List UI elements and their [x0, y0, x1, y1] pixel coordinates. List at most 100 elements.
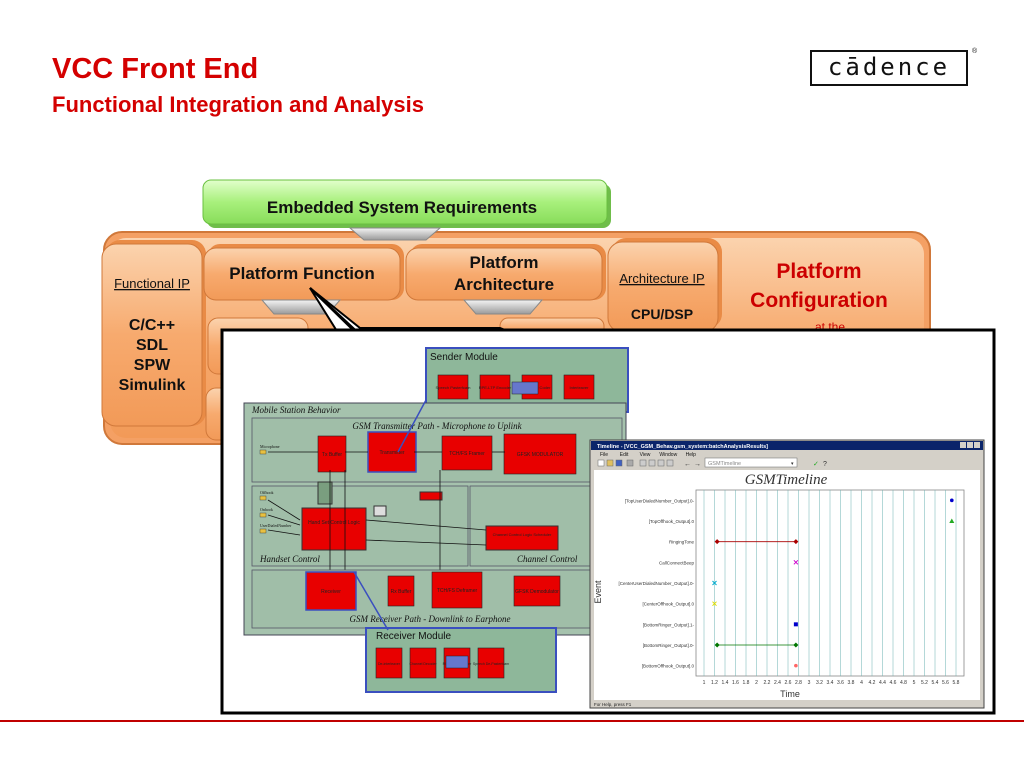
channel-logic-label: Channel Control Logic Scheduler	[493, 532, 552, 537]
rx-block-label: Receiver	[321, 589, 341, 595]
zoom-in-icon[interactable]	[639, 459, 647, 467]
x-tick-label: 4.8	[900, 680, 907, 686]
schematic-block	[563, 374, 595, 400]
tx-block-label: Tx Buffer	[322, 452, 343, 458]
x-tick-label: 3.8	[848, 680, 855, 686]
y-axis-label: Event	[593, 580, 603, 604]
close-button[interactable]	[974, 442, 980, 448]
menu-item[interactable]: Window	[659, 452, 677, 458]
chevron-down-icon[interactable]: ▾	[791, 461, 794, 467]
schematic-block	[437, 374, 469, 400]
platform-architecture-label: Platform	[470, 253, 539, 272]
channel-logic-block	[485, 525, 559, 551]
event-label: [TopUserDialedNumber_Output].0-	[625, 498, 695, 503]
rx-block	[431, 571, 483, 609]
rx-block-label: Rx Buffer	[391, 589, 412, 595]
x-tick-label: 4	[860, 680, 863, 686]
embedded-requirements-label: Embedded System Requirements	[267, 198, 537, 217]
event-label: CallConnectBeep	[659, 560, 695, 565]
x-tick-label: 2.8	[795, 680, 802, 686]
schematic-block	[375, 647, 403, 679]
menu-item[interactable]: View	[640, 452, 651, 458]
functional-ip-item: C/C++	[129, 317, 175, 334]
x-tick-label: 3.6	[837, 680, 844, 686]
functional-ip-item: SDL	[136, 337, 168, 354]
side-port-label: Offhook	[260, 490, 273, 495]
side-port-label: Onhook	[260, 507, 273, 512]
tx-block-label: TCH/FS Framer	[449, 451, 485, 457]
menu-item[interactable]: File	[600, 452, 608, 458]
schematic-block	[479, 374, 511, 400]
back-arrow-icon[interactable]: ←	[684, 461, 691, 468]
rx-block-label: GFSK Demodulator	[515, 589, 559, 595]
x-tick-label: 5.8	[953, 680, 960, 686]
x-tick-label: 1.2	[711, 680, 718, 686]
event-marker	[793, 642, 799, 648]
x-tick-label: 5.6	[942, 680, 949, 686]
schematic-block-label: Channel Decoder	[409, 662, 437, 666]
new-icon[interactable]	[597, 459, 605, 467]
help-icon[interactable]: ?	[823, 461, 827, 468]
slide-title: VCC Front End	[52, 53, 259, 85]
x-tick-label: 2	[755, 680, 758, 686]
handset-control-label: Handset Control	[259, 554, 320, 564]
timeline-titlebar	[591, 441, 983, 450]
rx-block-label: TCH/FS Deframer	[437, 588, 478, 594]
port-icon	[259, 449, 267, 455]
x-tick-label: 5.2	[921, 680, 928, 686]
x-tick-label: 2.6	[785, 680, 792, 686]
rx-block	[513, 575, 561, 607]
channel-control-label: Channel Control	[517, 554, 578, 564]
arrow-down-icon	[348, 227, 442, 241]
tx-block-label: Transmitter	[379, 450, 404, 456]
mobile-station-title: Mobile Station Behavior	[251, 405, 341, 415]
event-marker	[793, 539, 799, 545]
event-label: [BottomRinger_Output].1-	[643, 622, 695, 627]
forward-arrow-icon[interactable]: →	[694, 461, 701, 468]
slide-subtitle: Functional Integration and Analysis	[52, 92, 425, 117]
architecture-ip-item: CPU/DSP	[631, 306, 693, 322]
timeline-dropdown-value: GSMTimeline	[708, 461, 741, 467]
tx-block-label: GFSK MODULATOR	[517, 452, 564, 458]
refresh-icon[interactable]	[666, 459, 674, 467]
timeline-dropdown[interactable]	[704, 457, 798, 468]
event-label: RingingTone	[669, 540, 695, 545]
menu-item[interactable]: Help	[686, 452, 697, 458]
x-tick-label: 4.4	[879, 680, 886, 686]
schematic-block-label: Interleaver	[570, 385, 590, 390]
embedded-requirements-box	[202, 179, 608, 225]
port-icon	[259, 495, 267, 501]
save-icon[interactable]	[615, 459, 623, 467]
status-text: For Help, press F1	[594, 702, 632, 707]
x-tick-label: 2.2	[764, 680, 771, 686]
port-icon	[259, 528, 267, 534]
receiver-module-title: Receiver Module	[376, 631, 451, 642]
menu-item[interactable]: Edit	[620, 452, 629, 458]
event-label: [BottomOffhook_Output].0	[642, 664, 695, 669]
filter-icon[interactable]: ✓	[813, 461, 819, 468]
print-icon[interactable]	[626, 459, 634, 467]
zoom-out-icon[interactable]	[648, 459, 656, 467]
open-icon[interactable]	[606, 459, 614, 467]
platform-configuration-label: Platform	[776, 260, 861, 283]
tx-block	[503, 433, 577, 475]
event-marker	[793, 622, 798, 627]
maximize-button[interactable]	[967, 442, 973, 448]
handset-logic-label: Hand Set Control Logic	[308, 520, 360, 526]
event-label: [CenterOffhook_Output].0	[643, 602, 695, 607]
cadence-logo: cādence	[810, 50, 968, 86]
rx-path-label: GSM Receiver Path - Downlink to Earphone	[350, 614, 511, 624]
schematic-block-label: Speech Pasterfcam	[436, 385, 472, 390]
deinterleave-glyph	[445, 655, 469, 669]
zoom-fit-icon[interactable]	[657, 459, 665, 467]
tx-block	[317, 435, 347, 473]
event-marker	[950, 498, 954, 503]
rx-block	[387, 575, 415, 607]
schematic-block-label: RPE-LTP Encoder	[479, 385, 512, 390]
registered-mark: ®	[972, 48, 978, 55]
minimize-button[interactable]	[960, 442, 966, 448]
timeline-window-title: Timeline - [VCC_GSM_Behav.gsm_system:bat…	[597, 444, 768, 450]
side-port-label: UserDialedNumber	[260, 523, 292, 528]
side-port-label: Microphone	[260, 444, 280, 449]
x-tick-label: 3.2	[816, 680, 823, 686]
